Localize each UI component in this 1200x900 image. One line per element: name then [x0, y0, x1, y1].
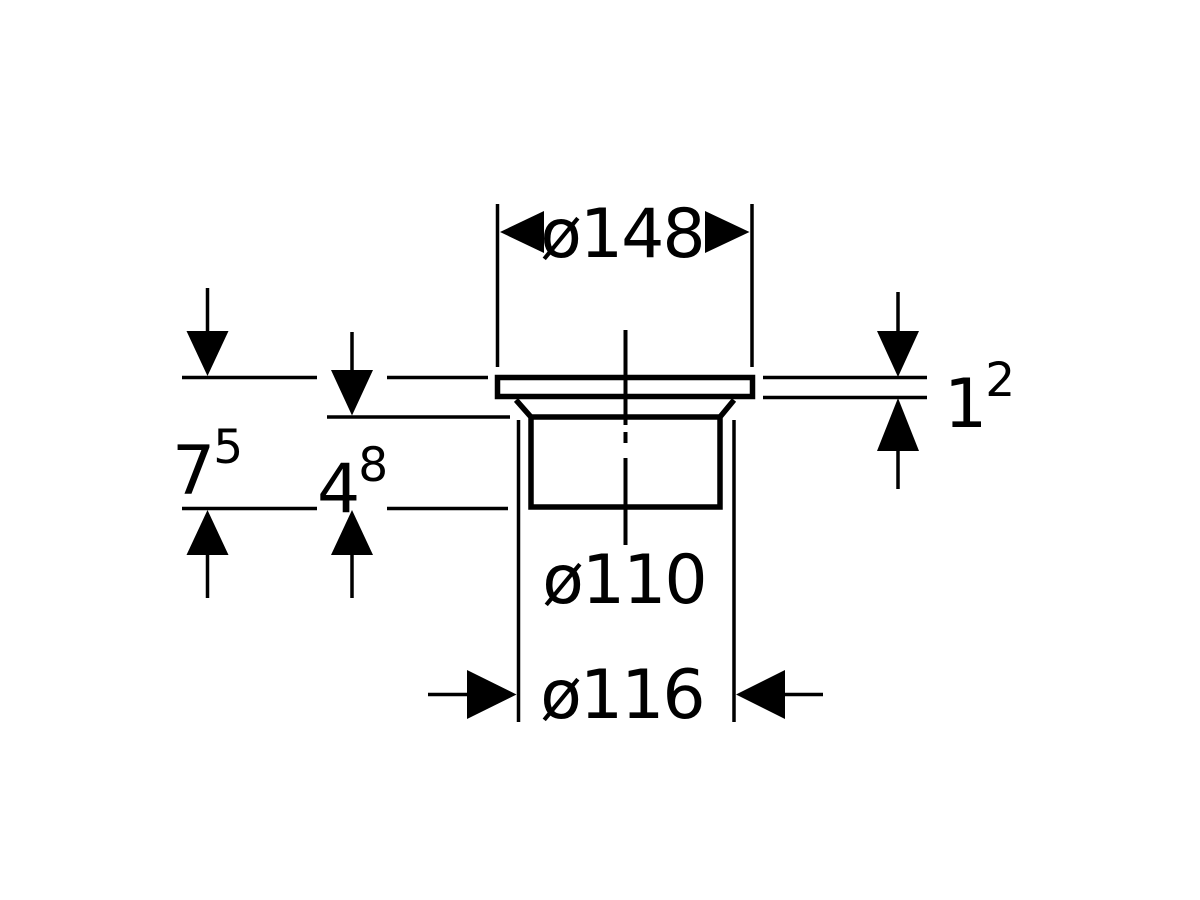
- dim-116: [428, 420, 823, 722]
- dim-12-arrowhead-up: [877, 398, 919, 451]
- dim-48-arrowhead-down: [331, 370, 373, 416]
- dim-148-arrowhead-left: [500, 211, 544, 253]
- dim-label-flange-diameter: ø148: [540, 201, 705, 269]
- dim-75-arrowhead-down: [186, 331, 229, 376]
- dim-75-arrowhead-up: [186, 510, 229, 555]
- dim-text-socket-height-main: 4: [317, 450, 360, 529]
- dim-text-flange-thickness-sup: 2: [985, 353, 1015, 408]
- dim-label-total-height: 75: [172, 424, 243, 506]
- dim-12: [763, 292, 927, 489]
- dim-text-outer-diameter: ø116: [540, 656, 705, 735]
- dim-label-flange-thickness: 12: [944, 357, 1015, 439]
- dim-12-arrowhead-down: [877, 331, 919, 377]
- dim-116-arrowhead-left: [467, 670, 517, 719]
- dim-116-arrowhead-right: [736, 670, 785, 719]
- dim-text-flange-diameter: ø148: [540, 195, 705, 274]
- dim-text-total-height-sup: 5: [213, 420, 243, 475]
- dim-text-socket-height-sup: 8: [358, 438, 388, 493]
- dim-48-arrowhead-up: [331, 510, 373, 555]
- dim-text-inner-diameter: ø110: [542, 541, 707, 620]
- dim-148-arrowhead-right: [705, 211, 750, 253]
- dim-text-total-height-main: 7: [172, 432, 215, 511]
- dim-text-flange-thickness-main: 1: [944, 365, 987, 444]
- dim-148: [495, 204, 754, 367]
- dim-label-socket-height: 48: [317, 442, 388, 524]
- dim-label-inner-diameter: ø110: [542, 547, 707, 615]
- dim-75-48: [182, 288, 510, 598]
- dim-label-outer-diameter: ø116: [540, 662, 705, 730]
